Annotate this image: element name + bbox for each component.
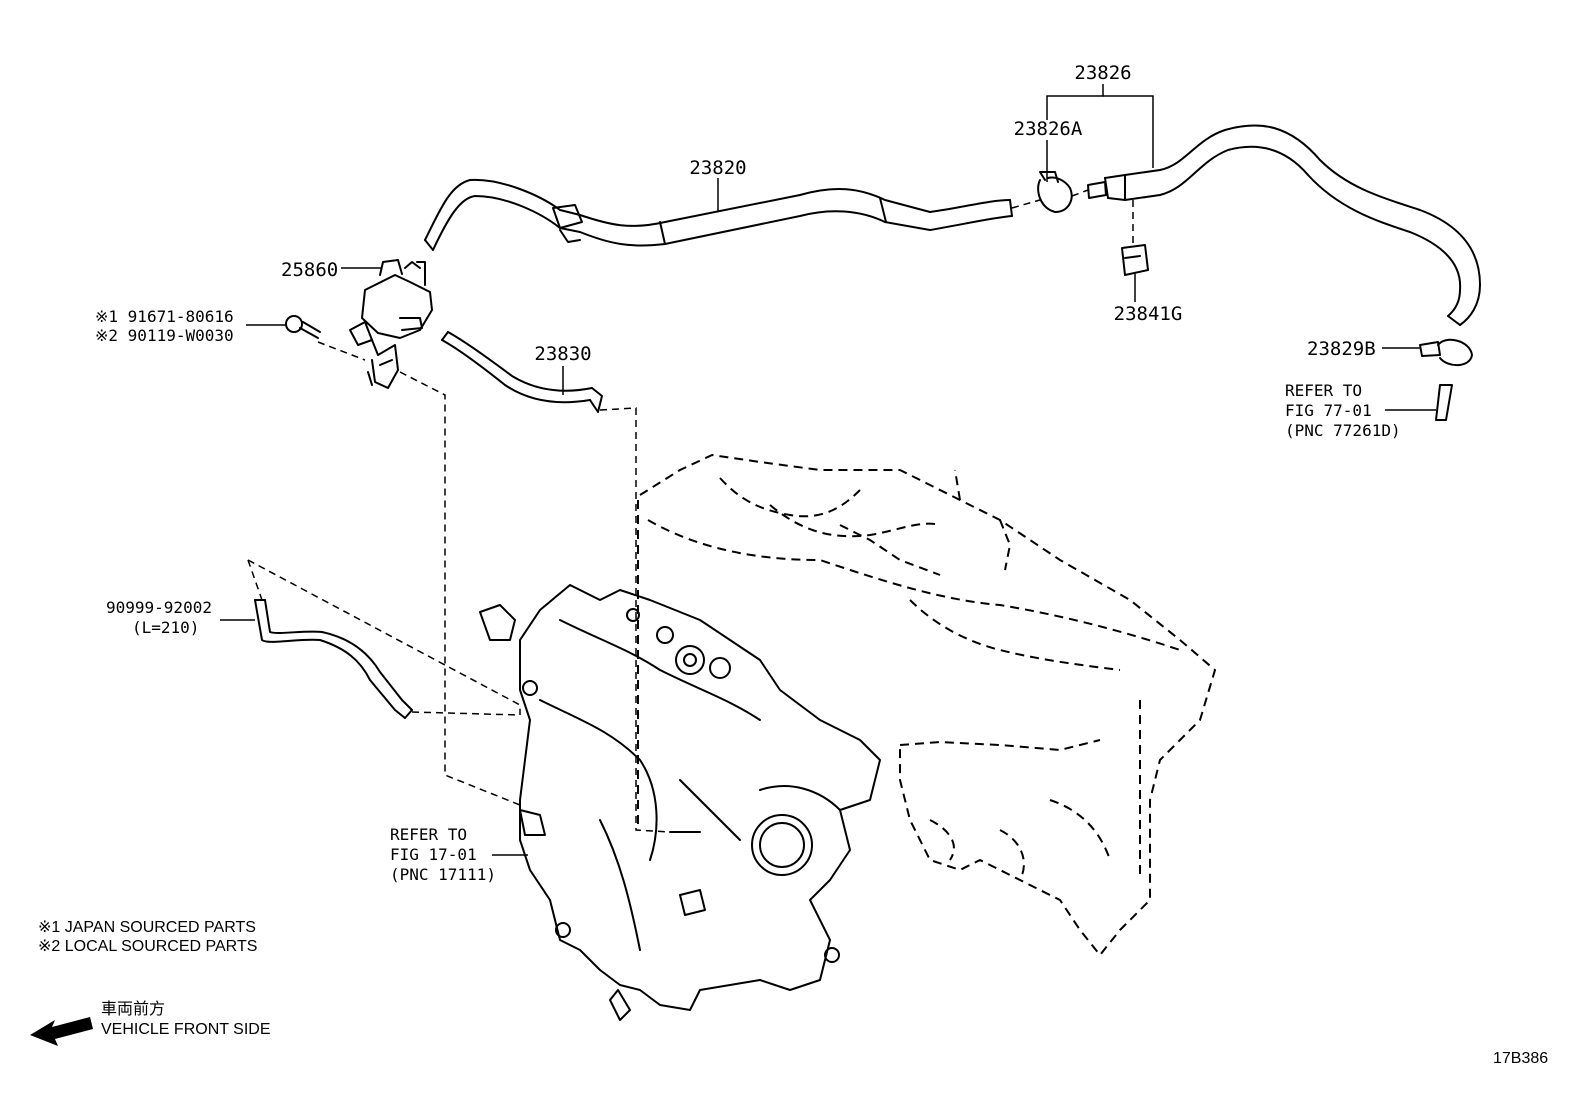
hose-23830[interactable] <box>441 331 603 413</box>
label-23820: 23820 <box>689 157 746 179</box>
figure-id: 17B386 <box>1493 1050 1548 1067</box>
ref17-line1: REFER TO <box>390 825 467 844</box>
label-23841G: 23841G <box>1114 303 1183 325</box>
legend-local-sourced: ※2 LOCAL SOURCED PARTS <box>38 938 257 955</box>
label-bolt-jp: ※1 91671-80616 <box>95 307 234 326</box>
assembly-lines <box>247 189 1134 833</box>
ref77-line3: (PNC 77261D) <box>1285 421 1401 440</box>
label-90999-92002: 90999-92002 <box>106 598 212 617</box>
leader-lines <box>220 84 1436 856</box>
label-23829B: 23829B <box>1307 338 1376 360</box>
engine-block-outline <box>637 454 1216 956</box>
bolt[interactable] <box>285 315 321 339</box>
clamp-23826A[interactable] <box>1037 171 1073 213</box>
vehicle-front-arrow-icon <box>30 1017 93 1046</box>
ref77-line2: FIG 77-01 <box>1285 401 1372 420</box>
label-hose-length: (L=210) <box>132 618 199 637</box>
front-side-jp: 車両前方 <box>101 1000 165 1018</box>
legend-japan-sourced: ※1 JAPAN SOURCED PARTS <box>38 919 256 936</box>
intake-manifold <box>479 584 881 1021</box>
clip-23841G[interactable] <box>1121 244 1149 276</box>
label-23830: 23830 <box>534 343 591 365</box>
label-23826A: 23826A <box>1014 118 1083 140</box>
hose-23826[interactable] <box>1087 124 1481 326</box>
vsv-valve-25860[interactable] <box>349 259 433 389</box>
hose-90999-92002[interactable] <box>254 599 413 719</box>
label-23826: 23826 <box>1074 62 1131 84</box>
ref17-line3: (PNC 17111) <box>390 865 496 884</box>
label-25860: 25860 <box>281 259 338 281</box>
front-side-en: VEHICLE FRONT SIDE <box>101 1021 271 1038</box>
label-bolt-local: ※2 90119-W0030 <box>95 326 234 345</box>
ref17-line2: FIG 17-01 <box>390 845 477 864</box>
ref77-line1: REFER TO <box>1285 381 1362 400</box>
hose-23820[interactable] <box>424 178 1013 251</box>
ref-pipe-77-01 <box>1435 384 1453 421</box>
clamp-23829B[interactable] <box>1419 338 1473 367</box>
